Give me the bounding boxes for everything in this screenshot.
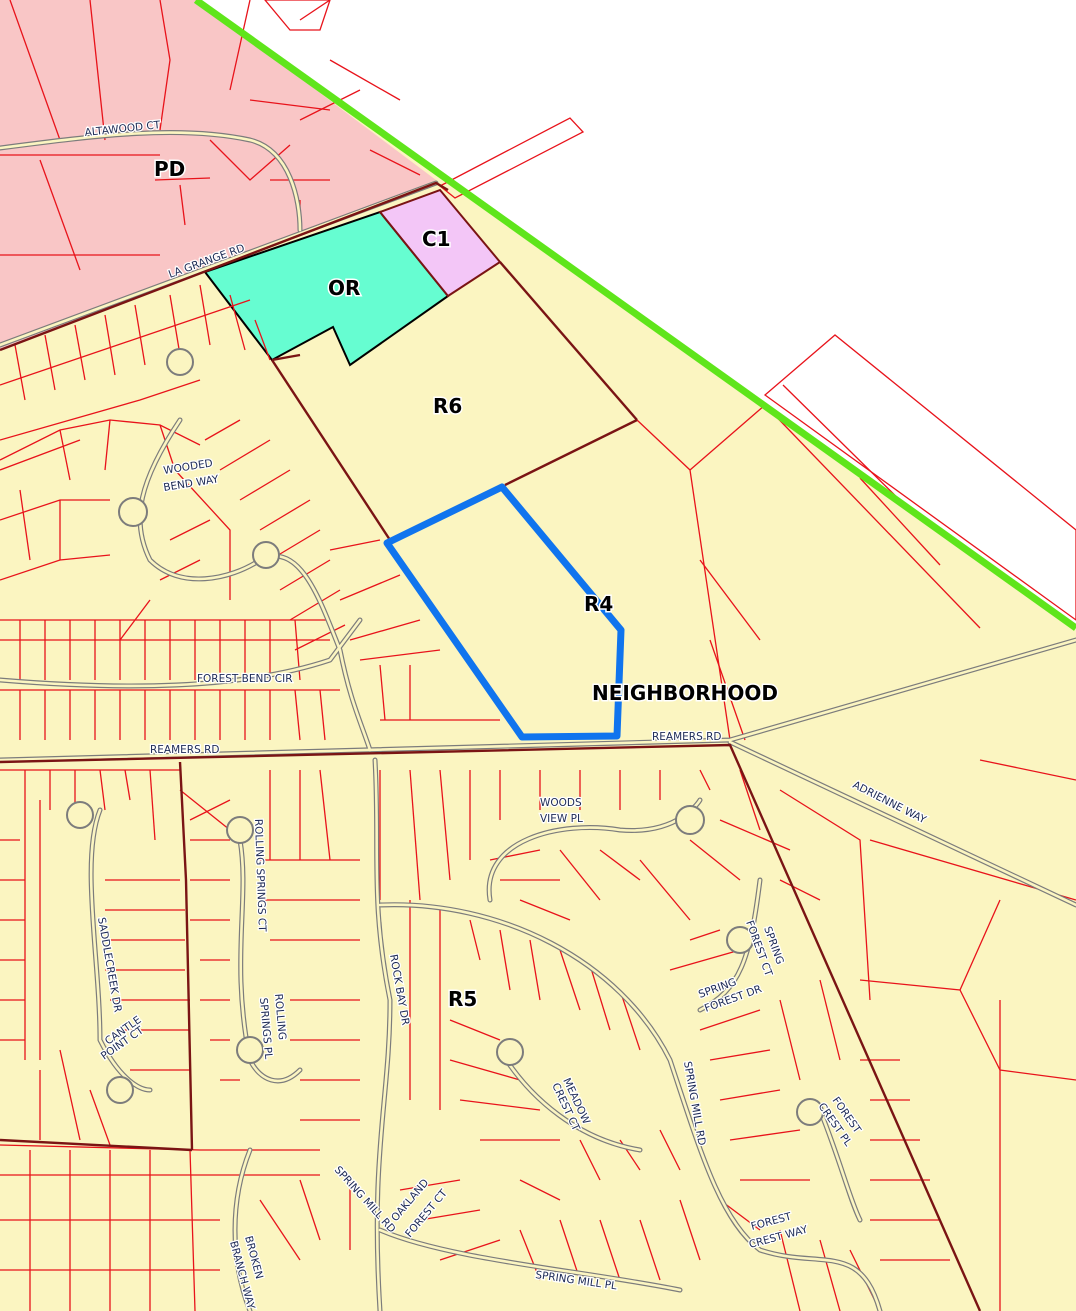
subject-site-boundary[interactable]	[383, 483, 625, 741]
street-label: VIEW PL	[540, 813, 583, 825]
street-label: REAMERS RD	[652, 731, 722, 743]
zone-label-or: OR	[328, 276, 360, 300]
street-label: WOODS	[540, 797, 582, 809]
neighborhood-label: NEIGHBORHOOD	[592, 681, 778, 705]
zone-label-pd: PD	[154, 157, 185, 181]
zone-boundaries	[0, 181, 982, 1311]
street-label: REAMERS RD	[150, 744, 220, 756]
residential-parcel-lines	[0, 284, 1076, 1311]
pd-zone-area	[0, 0, 436, 350]
zone-label-r6: R6	[433, 394, 462, 418]
street-label: FOREST BEND CIR	[197, 673, 293, 685]
street-label: ROLLING	[272, 993, 288, 1040]
street-label: ROLLING SPRINGS CT	[252, 819, 268, 933]
city-limit-line	[193, 0, 1076, 631]
zone-label-r5: R5	[448, 987, 477, 1011]
zone-label-c1: C1	[422, 227, 451, 251]
cul-de-sacs	[66, 348, 824, 1126]
zone-label-r4: R4	[584, 592, 613, 616]
